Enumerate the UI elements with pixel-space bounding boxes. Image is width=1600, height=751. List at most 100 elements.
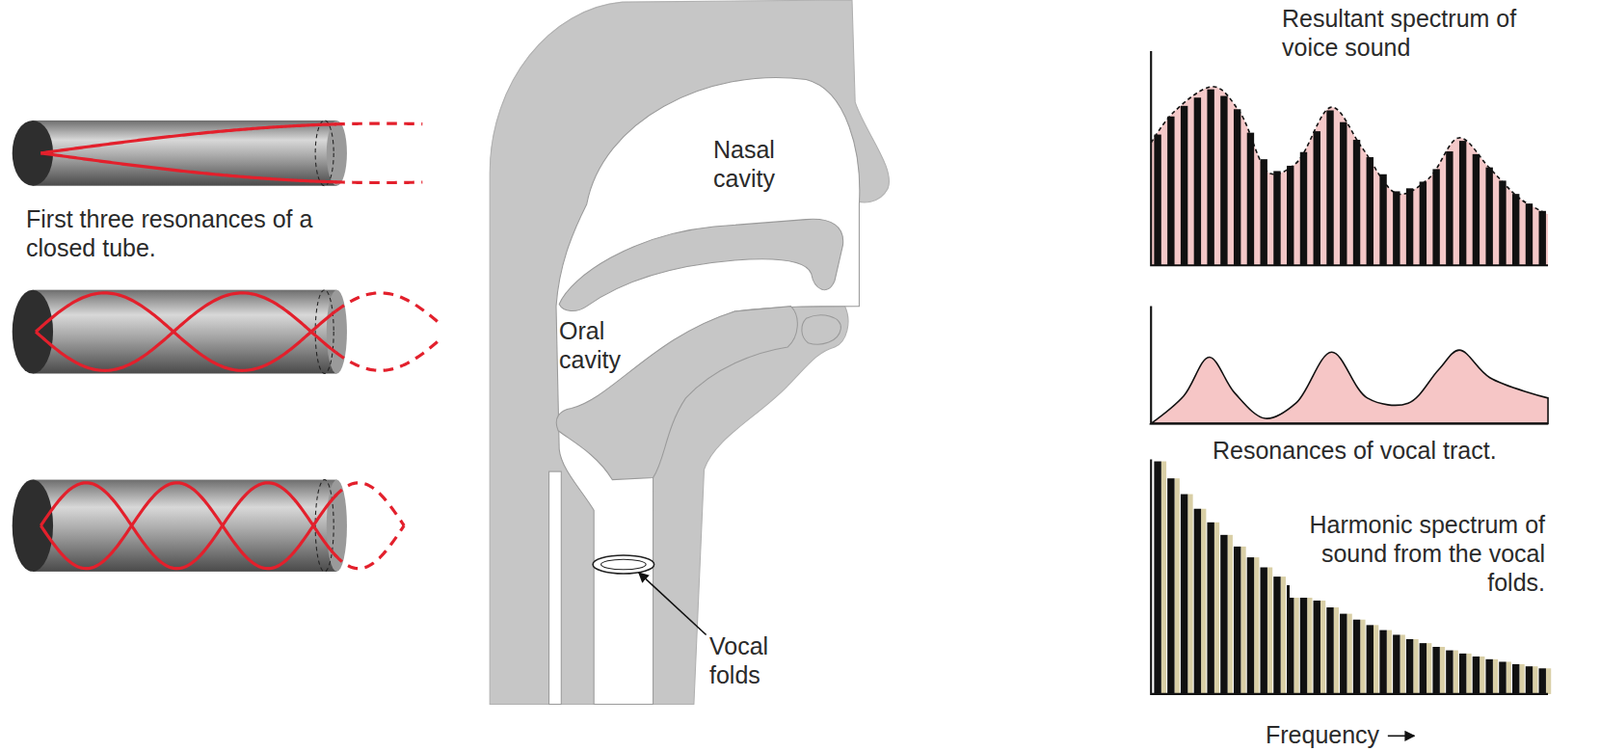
- vocal-folds-ring: [592, 555, 655, 574]
- harmonic-bar-shade: [1293, 585, 1299, 694]
- harmonic-bar: [1485, 167, 1493, 267]
- harmonic-bar-shade: [1532, 666, 1538, 694]
- harmonic-bar-shade: [1360, 619, 1365, 694]
- open-end-rim: [315, 290, 334, 374]
- harmonic-bar: [1180, 494, 1188, 694]
- standing-wave: [35, 293, 336, 371]
- harmonic-bar: [1525, 666, 1533, 694]
- harmonic-bar-shade: [1267, 566, 1273, 694]
- spectrum-envelope-fill: [1150, 86, 1548, 266]
- harmonic-bar: [1406, 187, 1414, 266]
- harmonic-bar: [1167, 116, 1174, 266]
- tube-body: [32, 480, 337, 572]
- standing-wave-extension: [335, 341, 438, 371]
- standing-wave: [40, 124, 337, 154]
- harmonic-bar: [1459, 140, 1467, 266]
- tongue: [556, 306, 798, 480]
- harmonic-bar: [1366, 624, 1374, 694]
- harmonic-bar: [1326, 607, 1334, 694]
- standing-wave: [40, 482, 337, 569]
- harmonic-bar: [1485, 659, 1493, 694]
- spectrum-envelope: [1150, 86, 1548, 214]
- standing-wave: [40, 482, 337, 569]
- harmonic-bar: [1379, 174, 1387, 267]
- closed-end-cap: [12, 480, 54, 572]
- standing-wave-extension: [335, 293, 438, 322]
- lower-lip: [801, 315, 842, 345]
- harmonic-bar: [1300, 152, 1307, 267]
- head-section: [489, 0, 889, 705]
- harmonic-bar: [1472, 656, 1480, 694]
- harmonic-bar-shade: [1546, 667, 1551, 694]
- harmonic-bar-shade: [1280, 576, 1286, 694]
- harmonic-bar: [1498, 180, 1506, 266]
- airway: [556, 78, 860, 705]
- resonance-curve: [1150, 349, 1548, 424]
- harmonic-bar: [1273, 170, 1280, 266]
- closed-end-cap: [12, 290, 54, 374]
- harmonic-bar-shade: [1479, 656, 1485, 694]
- harmonic-bar: [1353, 139, 1360, 266]
- spectrum-axes: [1150, 51, 1548, 266]
- figure-caption: First three resonances of a closed tube.: [26, 204, 316, 263]
- harmonic-bar: [1379, 630, 1387, 694]
- harmonic-bar-shade: [1400, 634, 1406, 694]
- harmonic-bar-shade: [1373, 624, 1379, 694]
- harmonic-bar: [1419, 642, 1427, 694]
- standing-wave: [35, 293, 336, 371]
- esophagus-gap: [549, 471, 562, 704]
- standing-wave-extension: [334, 525, 404, 568]
- harmonic-bar: [1259, 159, 1267, 266]
- head-outline: [489, 0, 889, 705]
- harmonic-bar-shade: [1200, 508, 1206, 694]
- harmonic-bar: [1206, 89, 1214, 267]
- harmonic-bar-shade: [1413, 639, 1418, 694]
- palate: [559, 218, 844, 311]
- harmonic-bar: [1180, 106, 1188, 266]
- harmonic-bar: [1512, 664, 1520, 694]
- harmonic-bar: [1445, 650, 1453, 694]
- harmonic-bar: [1286, 165, 1294, 266]
- harmonic-bar: [1153, 461, 1161, 694]
- harmonic-bar: [1432, 646, 1440, 694]
- harmonic-bar: [1247, 133, 1254, 267]
- harmonic-bar-shade: [1187, 494, 1193, 694]
- harmonic-bar: [1339, 613, 1347, 694]
- chart-label: Resonances of vocal tract.: [1212, 435, 1497, 465]
- harmonic-bar: [1247, 557, 1254, 694]
- vocal-folds-pointer: [639, 572, 707, 636]
- harmonic-bar: [1512, 193, 1520, 266]
- frequency-arrow: [1387, 735, 1415, 738]
- harmonic-bar-shade: [1253, 557, 1259, 694]
- harmonic-bar: [1300, 592, 1307, 694]
- axis-label: Frequency: [1265, 720, 1380, 749]
- harmonic-bar: [1339, 122, 1347, 267]
- harmonic-bar: [1259, 566, 1267, 694]
- harmonic-bar-shade: [1227, 534, 1233, 694]
- standing-wave: [40, 153, 337, 183]
- harmonic-bar: [1445, 151, 1453, 266]
- harmonic-bar: [1366, 157, 1374, 266]
- harmonic-bar: [1233, 546, 1241, 694]
- harmonic-bar: [1326, 109, 1334, 266]
- harmonic-bar: [1313, 131, 1321, 266]
- harmonic-bar-shade: [1493, 659, 1498, 694]
- harmonic-bar-shade: [1386, 630, 1392, 694]
- harmonic-bar: [1273, 576, 1280, 694]
- harmonic-bar-shade: [1161, 461, 1167, 694]
- chart-label: Harmonic spectrum of sound from the voca…: [1289, 508, 1548, 598]
- harmonic-bar-shade: [1519, 664, 1524, 694]
- tube-body: [32, 120, 337, 187]
- harmonic-bar-shade: [1333, 607, 1339, 694]
- spectrum-axes: [1150, 306, 1548, 425]
- part-label: Vocal folds: [709, 631, 799, 690]
- harmonic-bar: [1194, 97, 1201, 266]
- harmonic-bar: [1459, 653, 1467, 694]
- harmonic-bar: [1419, 181, 1427, 266]
- tube-open-end: [326, 290, 347, 374]
- harmonic-bar: [1432, 168, 1440, 266]
- part-label: Oral cavity: [559, 316, 648, 374]
- tube-open-end: [326, 120, 347, 187]
- harmonic-bar: [1472, 154, 1480, 266]
